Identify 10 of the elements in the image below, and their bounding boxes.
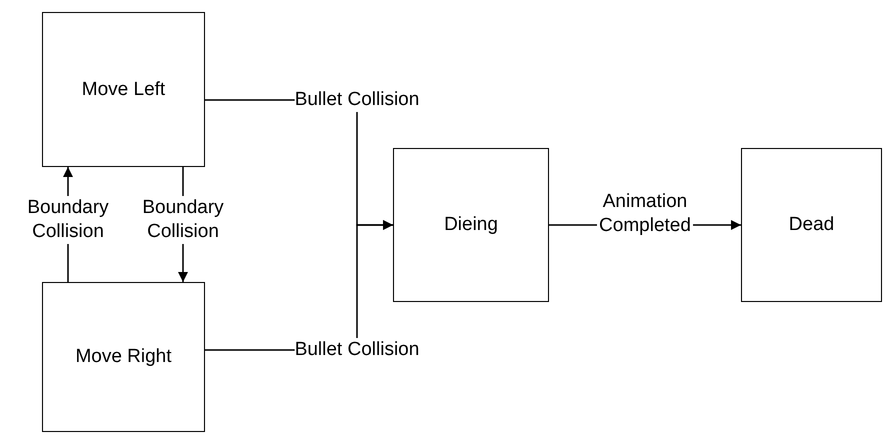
- state-label: Dieing: [444, 213, 498, 237]
- edge-label: Bullet Collision: [294, 88, 420, 112]
- state-box: [42, 282, 205, 432]
- state-box: [42, 12, 205, 167]
- state-label: Dead: [788, 213, 834, 237]
- edge-label: Animation Completed: [597, 190, 693, 238]
- state-box: [741, 148, 882, 302]
- state-label: Move Left: [82, 78, 166, 102]
- state-box: [393, 148, 549, 302]
- state-label: Move Right: [75, 345, 172, 369]
